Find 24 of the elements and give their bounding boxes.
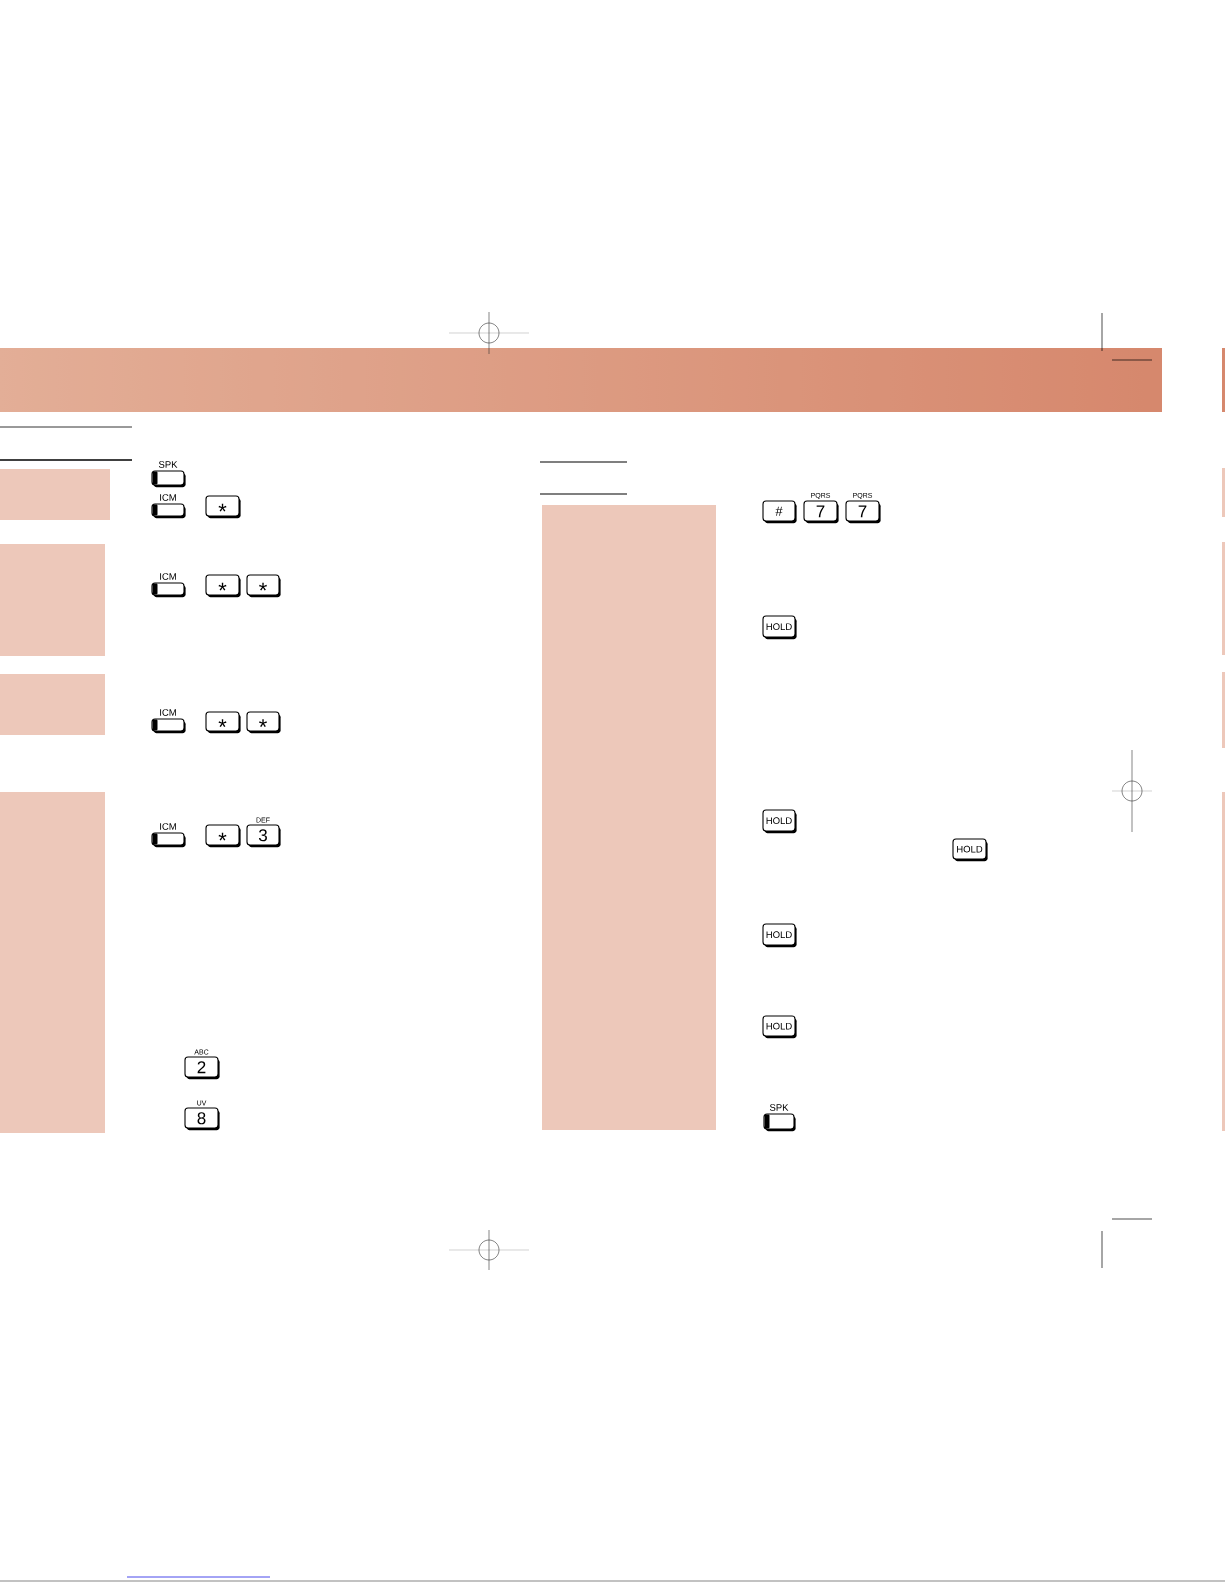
key-button: HOLD	[762, 615, 797, 640]
key-button: SPK	[763, 1104, 796, 1132]
node-label: ICM	[160, 494, 176, 501]
key-button: SPK	[151, 461, 186, 488]
node-label: ICM	[160, 823, 176, 830]
key-button: *	[205, 574, 241, 598]
key-button: *	[205, 495, 241, 519]
key-button: HOLD	[762, 1015, 797, 1039]
key-button: ICM	[151, 709, 186, 734]
node-label: SPK	[158, 461, 178, 468]
key-button: *	[205, 711, 241, 734]
key-button: ICM	[151, 573, 186, 598]
key-button: ICM	[151, 823, 186, 848]
node-label: ICM	[160, 709, 176, 716]
key-button: HOLD	[952, 838, 988, 862]
key-button: HOLD	[762, 923, 797, 948]
key-button: ICM	[151, 494, 186, 519]
key-button: *	[205, 824, 241, 848]
key-button: *	[246, 711, 281, 734]
node-label: ICM	[160, 573, 176, 580]
node-label: SPK	[769, 1104, 789, 1111]
key-button: *	[246, 574, 281, 598]
key-button: #	[762, 500, 797, 524]
key-button: HOLD	[762, 809, 797, 834]
